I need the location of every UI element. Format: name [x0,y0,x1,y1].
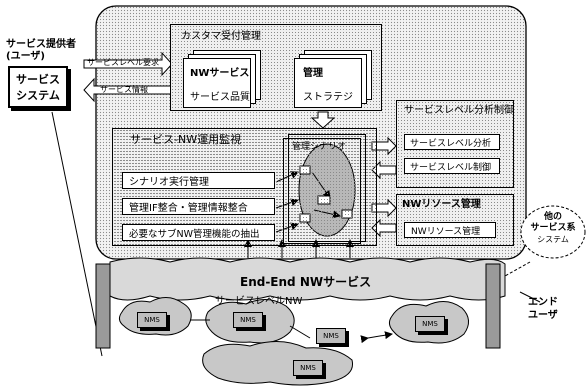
other-system-oval [520,205,586,259]
analysis-item-1: サービスレベル制御 [404,158,500,174]
provider-link-line [51,111,103,357]
nw-service-card: NWサービス サービス品質 [183,58,251,108]
provider-subtitle: (ユーザ) [6,51,45,62]
other-system-label: 他の サービス系 システム [523,212,583,245]
other-system-line3: システム [537,235,569,244]
ops-item-label: 必要なサブNW管理機能の抽出 [129,228,260,240]
info-arrow [83,77,173,103]
nms-device-4: NMS [293,360,323,376]
end-user-label: エンド ユーザ [528,296,558,322]
e2e-band [109,257,506,301]
scenario-card [283,138,361,244]
end-user-line1: エンド [528,297,558,308]
service-quality-label: サービス品質 [190,91,250,103]
nms-device-label: NMS [144,316,160,324]
nms-device-label: NMS [422,320,438,328]
service-system-line1: サービス [16,73,60,86]
resource-item: NWリソース管理 [404,222,496,238]
service-level-nw-label: サービスレベルNW [215,296,303,307]
nms-device-3: NMS [415,316,445,332]
end-pillar-right [485,263,501,349]
other-system-line2: サービス系 [530,223,576,233]
scenario-title: 管理シナリオ [292,142,347,152]
nms-device-label: NMS [323,332,339,340]
nms-device-0: NMS [137,312,167,328]
request-arrow [83,51,173,77]
strategy-card: 管理 ストラテジ [294,58,362,108]
nw-service-label: NWサービス [190,67,250,79]
ops-item-2: 必要なサブNW管理機能の抽出 [122,224,275,241]
ops-title: サービス-NW運用監視 [130,133,242,146]
analysis-item-label: サービスレベル分析 [410,138,492,149]
nms-device-label: NMS [300,364,316,372]
nw-link-arrow [360,331,393,344]
management-label: 管理 [303,67,323,79]
other-system-link-line [504,261,531,277]
e2e-service-label: End-End NWサービス [240,275,372,289]
analysis-title: サービスレベル分析制御 [404,105,514,116]
down-arrow [310,111,336,129]
nw-link-line [289,325,311,339]
request-label: サービスレベル要求 [87,58,159,67]
analysis-item-label: サービスレベル制御 [410,162,492,173]
info-label: サービス情報 [100,85,148,94]
resource-title: NWリソース管理 [402,199,481,210]
scenario-card-back [288,134,366,242]
nms-device-label: NMS [240,316,256,324]
end-user-line2: ユーザ [528,310,558,321]
ops-item-label: シナリオ実行管理 [129,177,209,188]
nms-device-1: NMS [233,312,263,328]
service-system-box: サービス システム [8,66,68,108]
ops-item-label: 管理IF整合・管理情報整合 [129,203,248,214]
resource-item-label: NWリソース管理 [411,226,481,237]
service-system-line2: システム [16,89,60,102]
other-system-line1: 他の [543,212,562,222]
ops-item-0: シナリオ実行管理 [122,172,275,189]
end-pillar-left [95,263,111,349]
customer-title: カスタマ受付管理 [181,31,261,42]
ops-item-1: 管理IF整合・管理情報整合 [122,198,275,215]
strategy-label: ストラテジ [303,91,353,103]
nw-cloud-bottom [202,341,354,386]
nms-device-2: NMS [316,328,346,344]
provider-title: サービス提供者 [6,39,76,50]
analysis-item-0: サービスレベル分析 [404,134,500,150]
end-user-link-line [519,291,541,303]
